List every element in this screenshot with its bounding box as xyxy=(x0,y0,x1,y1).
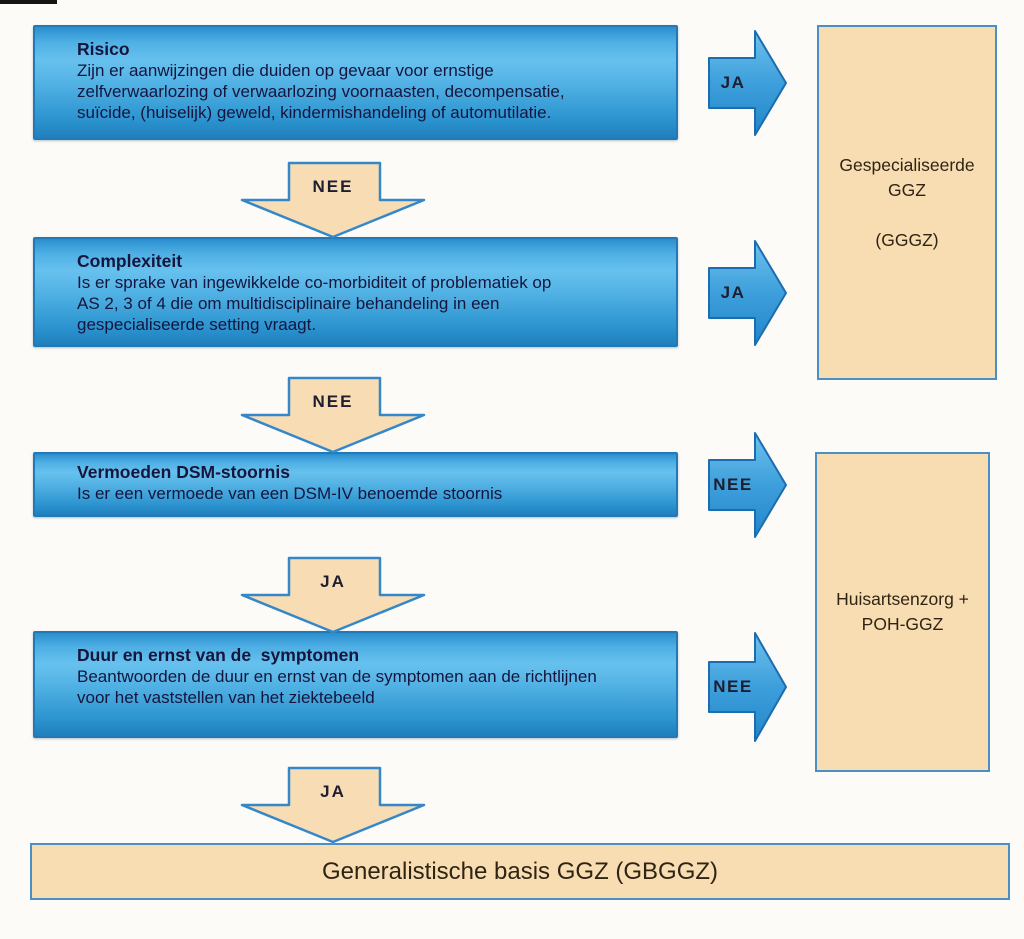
arrow-down-icon xyxy=(240,161,426,239)
right-arrow-label: NEE xyxy=(713,475,753,494)
right-arrow-label: JA xyxy=(720,73,746,92)
right-arrow-2: JA xyxy=(708,240,788,346)
right-arrow-label: NEE xyxy=(713,677,753,696)
down-arrow-3: JA xyxy=(240,556,426,634)
question-title: Duur en ernst van de symptomen xyxy=(77,645,360,665)
question-body: Zijn er aanwijzingen die duiden op gevaa… xyxy=(77,61,565,122)
question-box-vermoeden-dsm-stoornis: Vermoeden DSM-stoornis Is er een vermoed… xyxy=(33,452,678,517)
down-arrow-label: JA xyxy=(320,782,346,801)
down-arrow-2: NEE xyxy=(240,376,426,454)
question-box-complexiteit: Complexiteit Is er sprake van ingewikkel… xyxy=(33,237,678,347)
question-title: Complexiteit xyxy=(77,251,183,271)
down-arrow-label: NEE xyxy=(312,177,354,196)
question-body: Is er sprake van ingewikkelde co-morbidi… xyxy=(77,273,552,334)
question-body: Is er een vermoede van een DSM-IV benoem… xyxy=(77,484,503,503)
outcome-box-generalistische-basis-ggz: Generalistische basis GGZ (GBGGZ) xyxy=(30,843,1010,900)
scan-artifact-line xyxy=(0,0,57,4)
right-arrow-label: JA xyxy=(720,283,746,302)
right-arrow-3: NEE xyxy=(708,432,788,538)
arrow-right-icon xyxy=(708,240,787,346)
arrow-right-icon xyxy=(708,432,787,538)
down-arrow-label: NEE xyxy=(312,392,354,411)
arrow-down-icon xyxy=(240,376,426,454)
down-arrow-4: JA xyxy=(240,766,426,844)
question-title: Risico xyxy=(77,39,130,59)
question-box-duur-en-ernst: Duur en ernst van de symptomen Beantwoor… xyxy=(33,631,678,738)
question-body: Beantwoorden de duur en ernst van de sym… xyxy=(77,667,597,707)
right-arrow-4: NEE xyxy=(708,632,788,742)
arrow-down-icon xyxy=(240,556,426,634)
outcome-box-gespecialiseerde-ggz: Gespecialiseerde GGZ (GGGZ) xyxy=(817,25,997,380)
arrow-right-icon xyxy=(708,632,787,742)
outcome-box-huisartsenzorg-poh-ggz: Huisartsenzorg + POH-GGZ xyxy=(815,452,990,772)
arrow-down-icon xyxy=(240,766,426,844)
down-arrow-1: NEE xyxy=(240,161,426,239)
arrow-right-icon xyxy=(708,30,787,136)
right-arrow-1: JA xyxy=(708,30,788,136)
question-box-risico: Risico Zijn er aanwijzingen die duiden o… xyxy=(33,25,678,140)
down-arrow-label: JA xyxy=(320,572,346,591)
question-title: Vermoeden DSM-stoornis xyxy=(77,462,290,482)
